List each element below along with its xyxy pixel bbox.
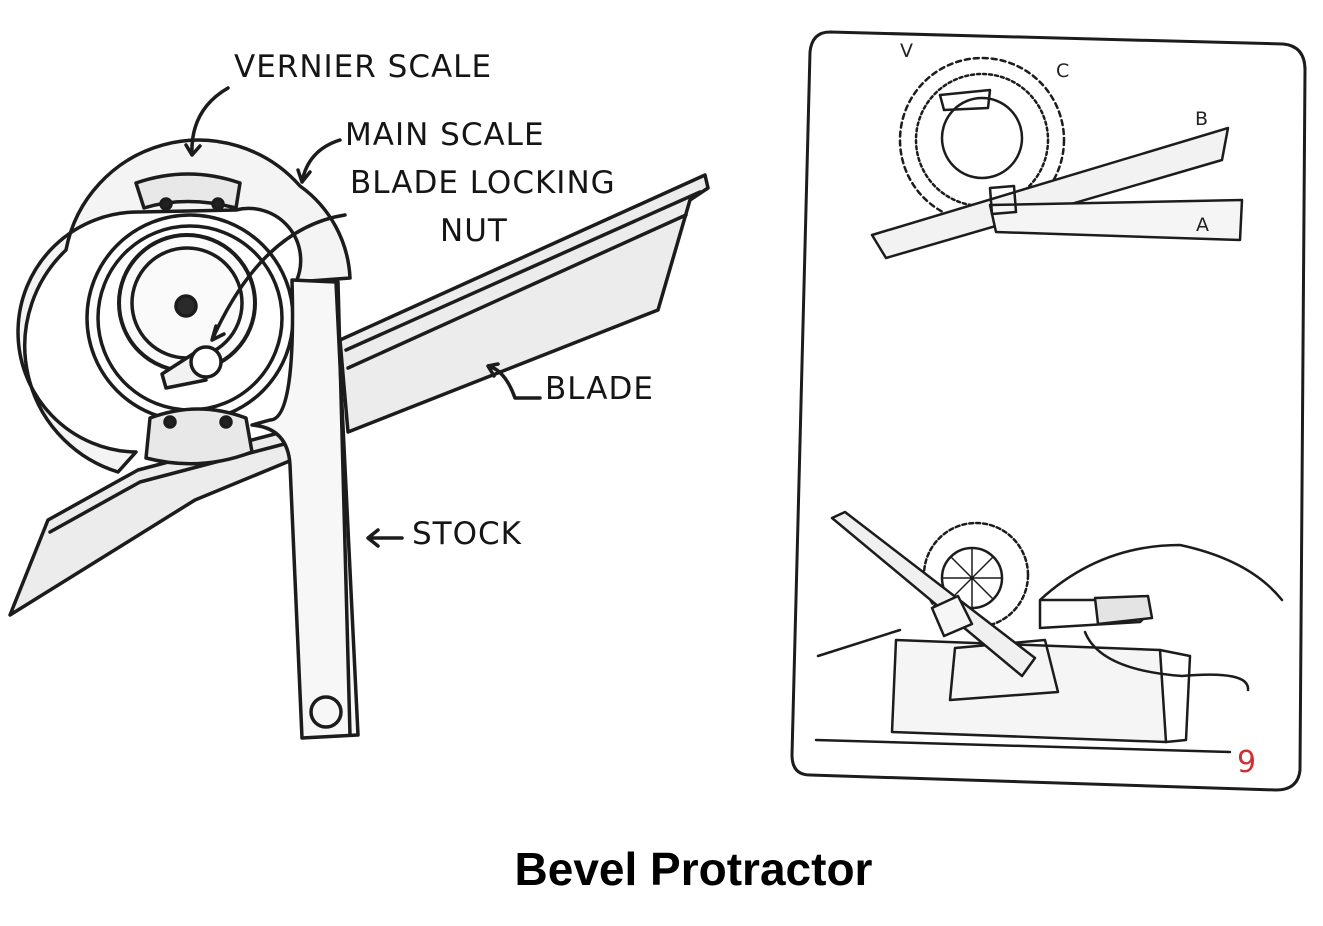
- figure-caption: Bevel Protractor: [514, 843, 873, 895]
- stock-hole: [309, 695, 343, 729]
- inset-protractor-closeup: [870, 56, 1244, 260]
- inset-label-v: V: [900, 40, 913, 62]
- label-stock: STOCK: [412, 516, 522, 552]
- inset-panel: [790, 30, 1307, 792]
- label-blade-locking-line1: BLADE LOCKING: [350, 165, 616, 201]
- blade-upper-part: [338, 173, 710, 434]
- inset-label-c: C: [1056, 60, 1070, 82]
- vernier-block-top: [134, 172, 242, 211]
- vernier-block-bottom: [144, 407, 254, 466]
- stock: [250, 278, 360, 740]
- blade-locking-nut: [160, 345, 223, 390]
- inset-label-b: B: [1195, 108, 1209, 130]
- label-main-scale: MAIN SCALE: [345, 117, 545, 153]
- inset-hand-measurement: [814, 510, 1284, 754]
- blade-leader: [486, 362, 542, 400]
- main-scale-leader: [296, 138, 342, 184]
- label-vernier-scale: VERNIER SCALE: [234, 49, 493, 85]
- label-blade-locking-line2: NUT: [440, 213, 508, 249]
- inset-label-a: A: [1196, 214, 1209, 236]
- label-blade: BLADE: [545, 371, 654, 407]
- vernier-leader: [184, 86, 230, 157]
- stock-leader: [366, 528, 404, 548]
- center-pivot: [174, 294, 198, 318]
- page-number: 9: [1237, 745, 1257, 780]
- locking-nut-leader: [210, 213, 347, 342]
